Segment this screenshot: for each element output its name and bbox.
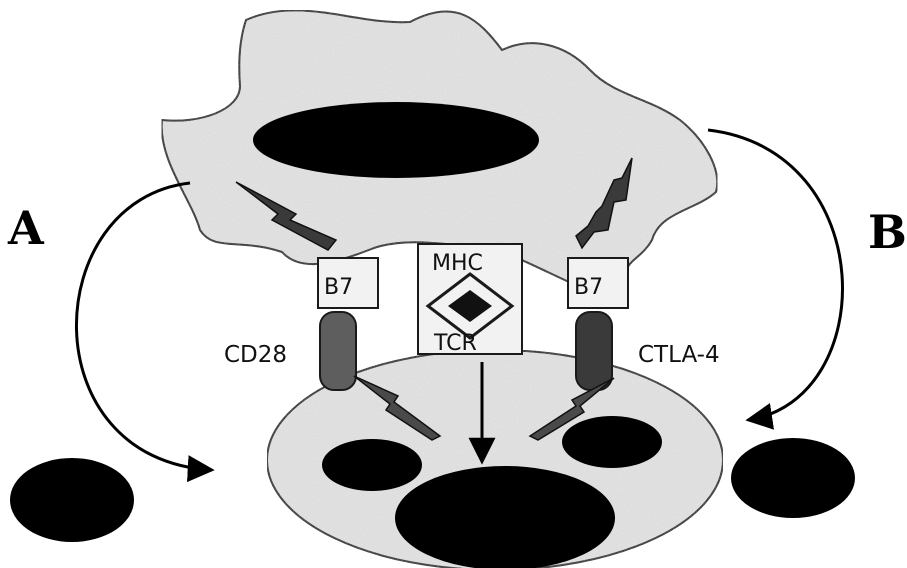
pathway-arrow-a <box>76 183 212 470</box>
panel-label-b: B <box>868 205 907 259</box>
panel-label-a: A <box>7 201 45 255</box>
outside-cell-left <box>10 458 134 542</box>
ctla4-label: CTLA-4 <box>638 342 720 368</box>
mhc-label: MHC <box>432 251 483 276</box>
t-cell-granule-left <box>322 439 422 491</box>
b7-right-label: B7 <box>574 275 603 300</box>
b7-left-label: B7 <box>324 275 353 300</box>
tcr-label: TCR <box>433 331 477 356</box>
cd28-receptor <box>320 312 356 390</box>
apc-nucleus <box>253 102 539 178</box>
pathway-arrow-b <box>708 130 842 420</box>
cd28-label: CD28 <box>224 342 287 368</box>
ctla4-receptor <box>576 312 612 390</box>
t-cell-granule-right <box>562 416 662 468</box>
outside-cell-right <box>731 438 855 518</box>
t-cell-nucleus <box>395 466 615 568</box>
